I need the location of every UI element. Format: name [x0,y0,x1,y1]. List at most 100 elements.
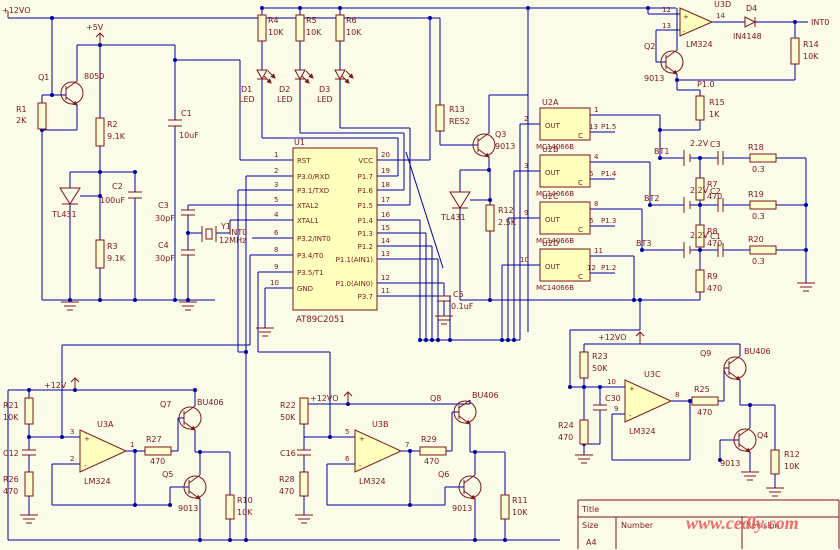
val-label: 9013 [495,142,515,151]
opamp-part: LM324 [629,427,656,436]
val-label: 10K [784,462,800,471]
ref-label: TL431 [440,213,466,222]
opamp-pin-num: 8 [675,391,679,399]
opamp-u3b-body [354,429,403,473]
switch-part: MC14066B [536,143,574,151]
batteries [683,150,691,258]
val-label: 470 [707,192,722,201]
switch-u2c-body [539,201,591,235]
opamp-pin-num: 9 [614,405,618,413]
val-label: LED [277,95,293,104]
val-label: 10K [512,508,528,517]
val-label: 50K [280,413,296,422]
ground-icon [741,471,759,481]
resistor-r15 [695,95,705,121]
mcu-pin-name: P3.7 [358,293,373,301]
ref-label: C4 [158,241,169,250]
mcu-pin-name: P1.7 [358,173,373,181]
resistor-r12-mid [485,204,495,232]
ref-label: Q8 [430,394,441,403]
ref-label: R6 [346,16,357,25]
ref-label: D3 [319,85,330,94]
val-label: 470 [3,487,18,496]
val-label: 0.3 [752,257,765,266]
capacitor-c3-icon [181,209,195,216]
wires-power-left [8,17,441,301]
mcu-pin-num: 4 [274,211,279,219]
val-label: 2.5K [498,218,517,227]
net-label: INT0 [229,228,247,237]
mcu-pin-name: P1.1(AIN1) [336,256,374,264]
tl431-symbols [59,187,471,209]
ref-label: R24 [558,421,574,430]
switch-pin-num: 3 [524,162,528,170]
transistor-q8 [453,399,477,425]
mcu-pin-num: 15 [381,224,390,232]
resistor-r7 [695,177,705,201]
ref-label: R29 [421,435,437,444]
capacitor-cb1-icon [717,151,724,165]
val-label: 9013 [452,504,472,513]
battery-bt1-icon [683,150,691,166]
power-ports [7,11,645,404]
val-label: 9.1K [107,254,126,263]
val-label: 470 [558,433,573,442]
val-label: 470 [707,284,722,293]
switch-out-label: OUT [545,216,561,224]
ref-label: C2 [112,182,123,191]
ref-label: R13 [449,105,465,114]
resistor-r27 [144,446,172,456]
ref-label: Q7 [160,400,171,409]
transistor-q4 [733,427,757,453]
ref-label: C1 [181,109,192,118]
transistor-q1 [60,80,84,106]
resistors [24,14,800,520]
opamp-pin-num: 5 [345,428,349,436]
opamp-u3c-body [624,379,673,423]
switch-pin-num: 1 [594,106,598,114]
val-label: 12MHz [219,236,246,245]
opamp-u3d-body [679,7,714,37]
mcu-pin-name: P3.4/T0 [297,252,323,260]
ref-label: BT2 [644,194,659,203]
labels: +12VO +5V +12V +12VO +12VO INT0 INT0 P1.… [2,0,829,547]
resistor-r29 [419,446,447,456]
ref-label: C1 [710,232,721,241]
ground-icon [20,514,38,524]
switch-u2a-body [539,107,591,141]
net-label: +12V [44,381,67,390]
crystal-y1-icon [201,226,217,242]
resistor-r2 [95,117,105,147]
opamp-part: LM324 [359,477,386,486]
ref-label: R27 [146,435,162,444]
resistor-r6 [335,14,345,42]
resistor-r13 [435,104,445,132]
mcu-pin-num: 13 [381,250,390,258]
ref-label: Q6 [438,470,449,479]
resistor-r23 [579,351,589,379]
led-d2-icon [294,69,306,81]
opamp-pin-num: 3 [70,428,74,436]
resistor-r1 [37,102,47,130]
mcu-pin-name: P1.3 [358,230,373,238]
opamp-pin-num: 13 [662,22,671,30]
ref-label: Q9 [700,349,711,358]
ref-label: R19 [748,190,764,199]
val-label: 2.2V [690,231,709,240]
switch-c-label: C [578,132,583,140]
mcu-pin-name: P3.5/T1 [297,269,323,277]
val-label: 470 [707,239,722,248]
titleblock-size: A4 [586,538,597,547]
val-label: 10K [3,413,19,422]
capacitor-c30-icon [593,404,607,411]
opamp-plus: + [629,385,635,393]
val-label: 10K [268,28,284,37]
ref-label: R1 [16,105,27,114]
ref-label: R9 [707,272,718,281]
mcu-pin-name: VCC [358,157,373,165]
ref-label: R23 [592,352,608,361]
net-label: P1.0 [697,80,715,89]
transistor-q2 [660,49,684,75]
val-label: 2.2V [690,139,709,148]
